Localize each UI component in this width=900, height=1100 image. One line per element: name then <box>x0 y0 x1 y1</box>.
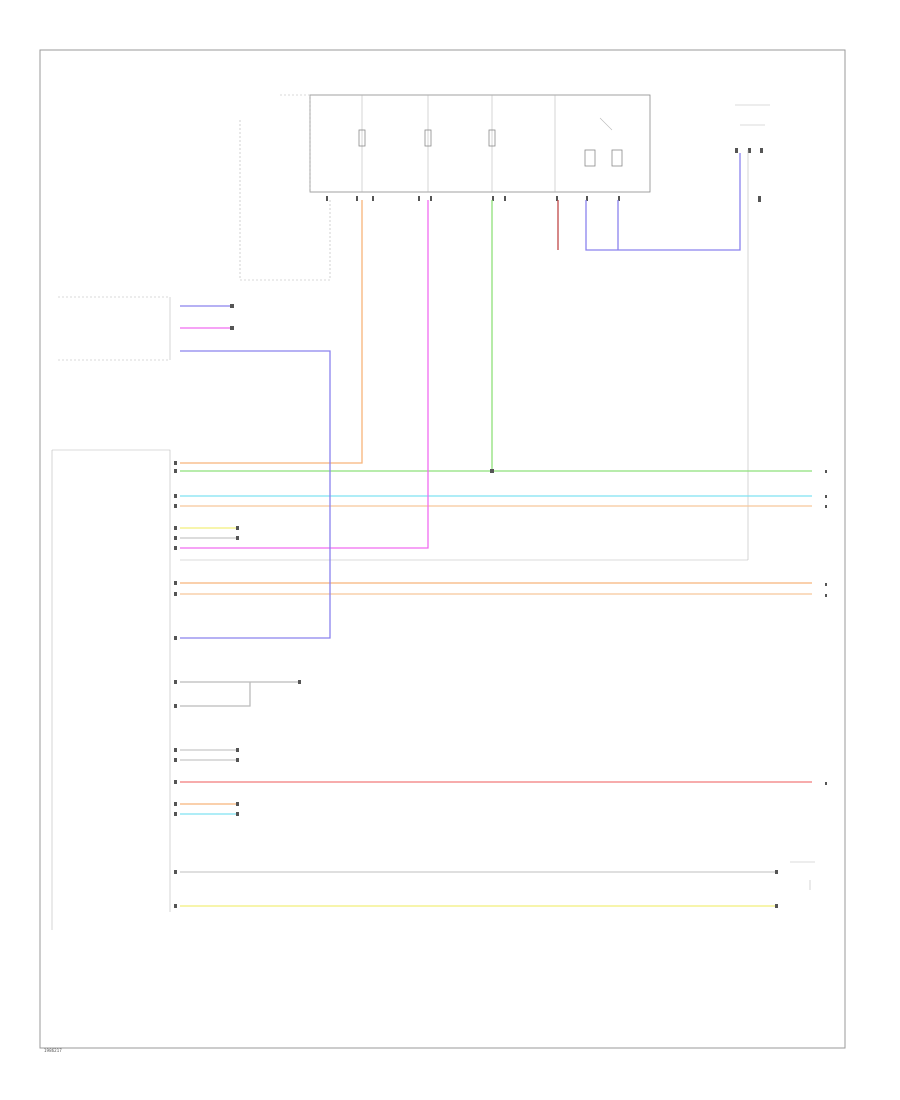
fuse-block <box>309 94 651 201</box>
bus-end-marks <box>825 470 827 785</box>
diagram-frame <box>39 49 846 1049</box>
wire-gray-b <box>180 682 251 707</box>
footer-code: 1986217 <box>44 1048 62 1053</box>
wires <box>180 153 812 907</box>
wire-orange-ign <box>180 200 363 464</box>
wire-pink <box>180 200 429 549</box>
stop-lamp-switch <box>735 104 770 202</box>
fuse-3 <box>488 95 496 192</box>
sensor-bottom-right <box>775 861 815 908</box>
ecu-pins <box>174 461 177 908</box>
fuse-block-connectors <box>326 196 620 201</box>
wire-blue-meter <box>180 350 331 639</box>
battery-feed <box>239 94 331 281</box>
ecu-module <box>51 449 171 930</box>
fuse-1 <box>358 95 366 192</box>
combination-meter <box>58 296 234 361</box>
wire-end-connectors <box>236 469 494 816</box>
wire-blue-switch <box>585 153 741 251</box>
fuse-2 <box>424 95 432 192</box>
relay <box>554 95 623 192</box>
